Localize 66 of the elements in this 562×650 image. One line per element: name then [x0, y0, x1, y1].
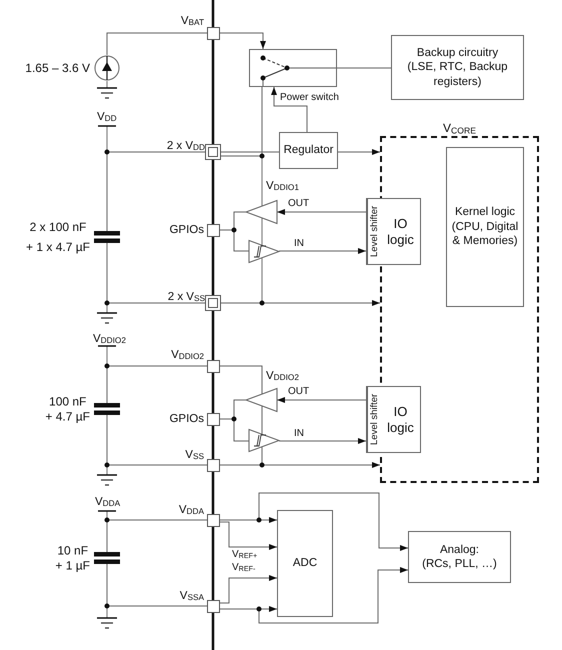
connector: [278, 438, 366, 444]
connector: [338, 149, 380, 155]
block-label: (RCs, PLL, …): [422, 557, 497, 572]
connector: [220, 300, 380, 306]
block-label: Regulator: [284, 143, 334, 158]
connector: [220, 522, 278, 550]
edge-label: OUT: [287, 386, 310, 397]
block-label: (CPU, Digital & Memories): [450, 220, 520, 249]
block-label: IO logic: [386, 402, 415, 437]
pin-label: V$_{DDIO2}$: [171, 349, 204, 362]
level-shifter-label: Level shifter: [367, 199, 381, 264]
connector: [220, 86, 262, 156]
pin-label: 2 x V$_{DD}$: [166, 140, 205, 152]
level-shifter-label: Level shifter: [367, 387, 381, 452]
pin-label: 2 x V$_{SS}$: [168, 291, 205, 304]
pin-label: GPIOs: [169, 413, 204, 425]
connector: [106, 520, 208, 552]
connector: [220, 575, 278, 604]
supply-label: V$_{DDA}$: [95, 496, 120, 508]
value-label: + 1 x 4.7 µF: [26, 240, 90, 254]
connector: [106, 152, 206, 232]
block-box: [279, 132, 338, 169]
block-label: IO logic: [386, 214, 415, 249]
block-box: [277, 510, 333, 617]
pin-label: V$_{SS}$: [185, 449, 204, 462]
connector: [276, 209, 366, 215]
supply-label: V$_{DDIO1}$: [266, 180, 299, 192]
value-label: 100 nF: [49, 394, 86, 408]
connector: [106, 32, 208, 56]
io-logic-box: [366, 386, 421, 453]
connector: [106, 242, 206, 304]
supply-label: V$_{DDIO2}$: [93, 333, 126, 346]
edge-label: IN: [293, 238, 305, 249]
block-box: [446, 147, 524, 307]
pin-label: V$_{DDA}$: [178, 504, 204, 516]
value-label: + 4.7 µF: [45, 410, 90, 424]
block-label: (LSE, RTC, Backup registers): [406, 60, 509, 90]
connector: [278, 248, 366, 254]
connector: [106, 366, 208, 404]
block-label: Kernel logic: [454, 205, 516, 220]
value-label: 10 nF: [57, 544, 88, 558]
block-label: Backup circuitry: [416, 46, 498, 60]
domain-label: V$_{CORE}$: [442, 120, 477, 135]
block-box: [391, 35, 524, 100]
edge-label: V$_{REF+}$: [231, 549, 258, 560]
value-label: 2 x 100 nF: [30, 220, 86, 234]
pin-label: GPIOs: [169, 224, 204, 236]
pin-label: V$_{SSA}$: [180, 590, 204, 602]
block-label: Analog:: [440, 542, 479, 557]
supply-label: V$_{DDIO2}$: [266, 370, 299, 382]
supply-label: V$_{DD}$: [97, 111, 117, 124]
connector: [106, 414, 208, 466]
edge-label: Power switch: [279, 92, 340, 103]
connector: [220, 32, 266, 50]
pin-label: V$_{BAT}$: [180, 15, 204, 28]
edge-label: OUT: [287, 198, 310, 209]
connector: [271, 86, 308, 132]
io-logic-box: [366, 198, 421, 265]
value-label: 1.65 – 3.6 V: [25, 61, 90, 75]
edge-label: V$_{REF-}$: [231, 562, 256, 574]
connector: [276, 397, 366, 403]
value-label: + 1 µF: [55, 558, 90, 572]
block-box: [408, 531, 511, 583]
edge-label: IN: [293, 428, 305, 439]
block-label: ADC: [292, 556, 318, 571]
connector: [106, 564, 208, 606]
